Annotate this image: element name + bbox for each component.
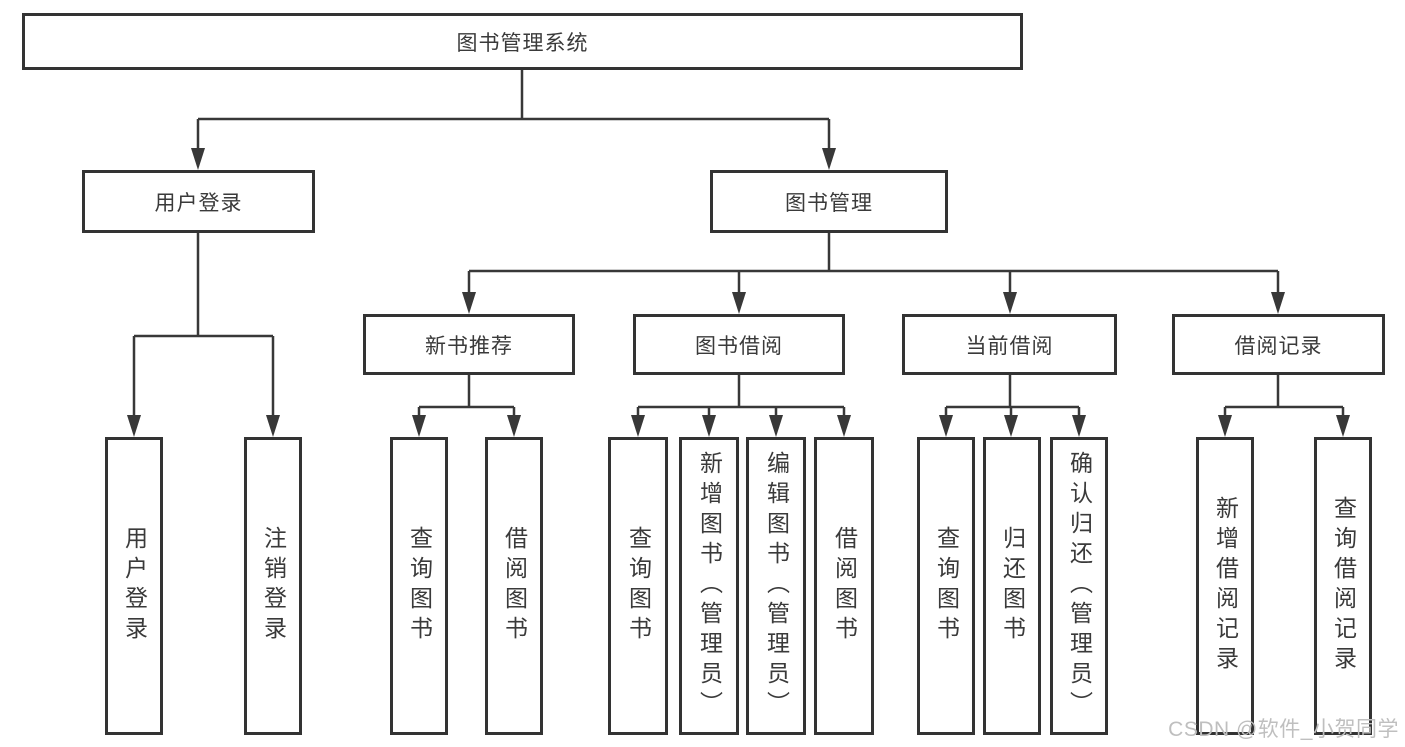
arrowheads-level2 [191,148,836,170]
node-book-borrowing: 图书借阅 [633,314,845,375]
leaf-add-borrow-record: 新增借阅记录 [1196,437,1254,735]
node-book-management: 图书管理 [710,170,948,233]
leaf-borrow-books: 借阅图书 [814,437,874,735]
arrowheads-borrow-leaves [631,415,851,437]
connector-borrow-to-leaves [636,375,846,416]
arrowheads-records-leaves [1218,415,1350,437]
node-user-login-group: 用户登录 [82,170,315,233]
leaf-query-books-recommend: 查询图书 [390,437,448,735]
leaf-edit-books-admin: 编辑图书（管理员） [746,437,806,735]
connector-login-to-leaves [132,233,275,416]
arrowheads-current-leaves [939,415,1086,437]
node-new-book-recommendation: 新书推荐 [363,314,575,375]
leaf-add-books-admin: 新增图书（管理员） [679,437,739,735]
leaf-query-books-borrow: 查询图书 [608,437,668,735]
node-borrowing-records: 借阅记录 [1172,314,1385,375]
leaf-borrow-books-recommend: 借阅图书 [485,437,543,735]
connector-records-to-leaves [1223,375,1345,416]
connector-mgmt-to-level3 [467,233,1280,293]
node-library-management-system: 图书管理系统 [22,13,1023,70]
leaf-confirm-return-admin: 确认归还（管理员） [1050,437,1108,735]
leaf-logout: 注销登录 [244,437,302,735]
arrowheads-new-leaves [412,415,521,437]
connector-new-to-leaves [417,375,516,416]
arrowheads-level3 [462,292,1285,314]
leaf-user-login: 用户登录 [105,437,163,735]
leaf-query-books-current: 查询图书 [917,437,975,735]
csdn-watermark: CSDN @软件_小贺同学 [1168,718,1399,741]
leaf-return-books: 归还图书 [983,437,1041,735]
arrowheads-login-leaves [127,415,280,437]
connector-root-to-level2 [196,70,831,150]
leaf-query-borrow-record: 查询借阅记录 [1314,437,1372,735]
connector-current-to-leaves [944,375,1081,416]
node-current-borrowing: 当前借阅 [902,314,1117,375]
